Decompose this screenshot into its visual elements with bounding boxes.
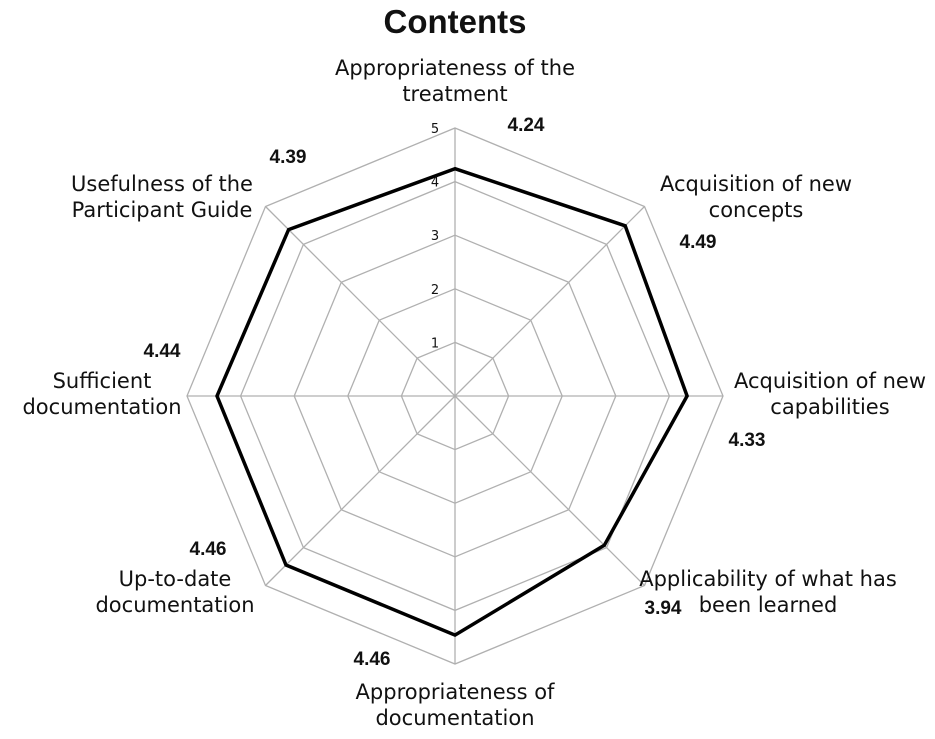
series-line <box>215 166 690 638</box>
axis-label-5-line-1: documentation <box>95 593 254 617</box>
tick-label-4: 4 <box>431 176 439 191</box>
axis-label-0-line-0: Appropriateness of the <box>335 56 575 80</box>
axis-label-5-line-0: Up-to-date <box>119 567 232 591</box>
value-label-2: 4.33 <box>729 430 766 451</box>
axis-label-1-line-0: Acquisition of new <box>660 172 852 196</box>
axis-label-3-line-1: been learned <box>699 593 838 617</box>
value-label-1: 4.49 <box>680 232 717 253</box>
tick-label-1: 1 <box>431 336 439 351</box>
spoke-5 <box>265 395 456 586</box>
value-label-7: 4.39 <box>270 147 307 168</box>
tick-label-2: 2 <box>431 283 439 298</box>
chart-title: Contents <box>384 3 527 40</box>
radar-value-labels: 4.24 4.49 4.33 3.94 4.46 4.46 4.44 4.39 <box>144 115 766 670</box>
axis-label-2-line-0: Acquisition of new <box>734 369 926 393</box>
axis-label-2-line-1: capabilities <box>770 395 889 419</box>
value-label-3: 3.94 <box>645 598 682 619</box>
axis-label-7-line-1: Participant Guide <box>72 198 253 222</box>
axis-label-6-line-1: documentation <box>22 395 181 419</box>
axis-label-1-line-1: concepts <box>709 198 804 222</box>
tick-label-5: 5 <box>431 122 439 137</box>
axis-label-0-line-1: treatment <box>402 82 507 106</box>
value-label-0: 4.24 <box>508 115 545 136</box>
radar-series <box>215 166 690 638</box>
radar-spokes <box>187 128 723 664</box>
axis-label-7-line-0: Usefulness of the <box>71 172 253 196</box>
tick-label-3: 3 <box>431 229 439 244</box>
axis-label-6-line-0: Sufficient <box>53 369 152 393</box>
axis-label-4-line-0: Appropriateness of <box>356 680 556 704</box>
value-label-6: 4.44 <box>144 341 181 362</box>
value-label-5: 4.46 <box>190 539 227 560</box>
axis-label-3-line-0: Applicability of what has <box>639 567 897 591</box>
axis-label-4-line-1: documentation <box>375 706 534 730</box>
value-label-4: 4.46 <box>354 649 391 670</box>
spoke-7 <box>265 206 456 397</box>
spoke-3 <box>454 395 645 586</box>
spoke-1 <box>454 206 645 397</box>
radar-tick-labels: 1 2 3 4 5 <box>431 122 439 351</box>
